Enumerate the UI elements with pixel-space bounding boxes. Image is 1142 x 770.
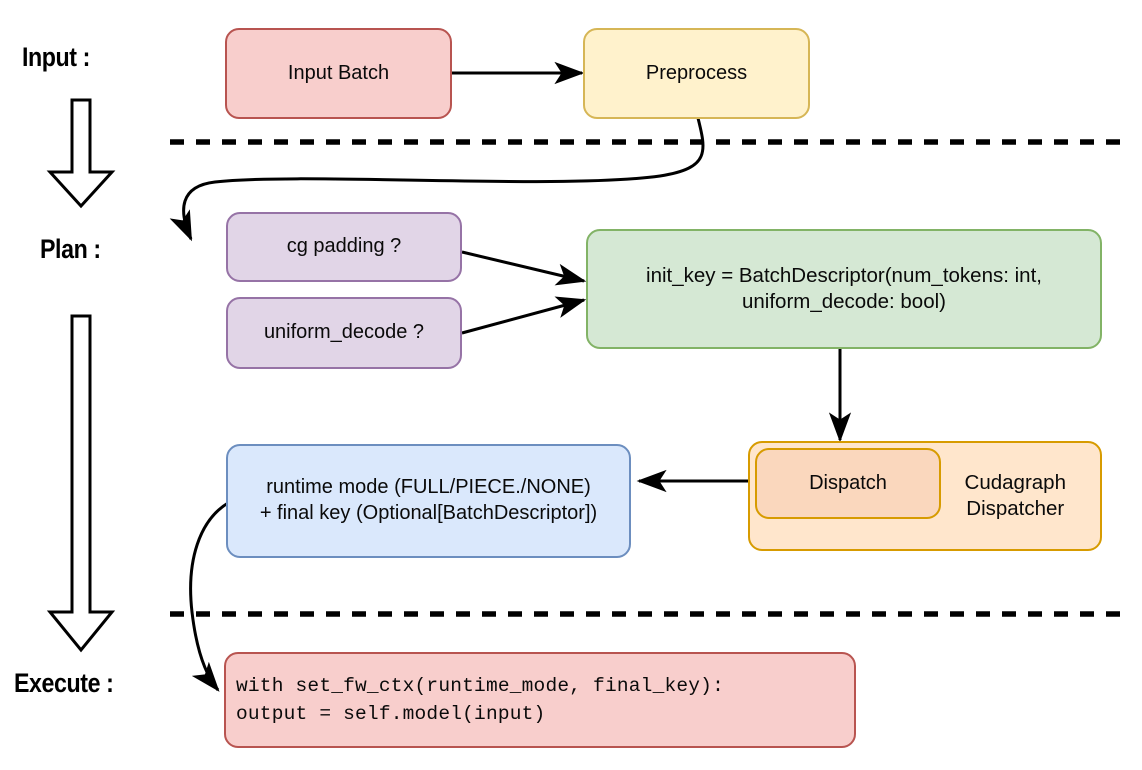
edge-runtime-mode-to-execute-code: [189, 501, 229, 692]
node-execute-code-label: with set_fw_ctx(runtime_mode, final_key)…: [236, 674, 724, 725]
node-dispatch-label: Dispatch: [809, 471, 887, 494]
node-execute-code[interactable]: with set_fw_ctx(runtime_mode, final_key)…: [224, 652, 856, 748]
node-input-batch[interactable]: Input Batch: [225, 28, 452, 119]
plan-to-execute-block-arrow: [46, 314, 116, 653]
edge-cg-padding-to-init-key: [461, 250, 587, 286]
stage-label-execute: Execute :: [14, 668, 114, 698]
node-dispatch[interactable]: Dispatch: [755, 448, 941, 519]
edge-preprocess-to-cg-padding: [169, 113, 705, 242]
edge-uniform-decode-to-init-key: [461, 296, 587, 335]
stage-label-plan: Plan :: [40, 234, 101, 264]
node-preprocess-label: Preprocess: [645, 61, 748, 84]
node-cudagraph-dispatcher-label: Cudagraph Dispatcher: [964, 470, 1066, 520]
node-preprocess[interactable]: Preprocess: [583, 28, 810, 119]
node-cg-padding-label: cg padding ?: [286, 235, 402, 258]
stage-label-input: Input :: [22, 42, 90, 72]
node-init-key[interactable]: init_key = BatchDescriptor(num_tokens: i…: [586, 229, 1102, 349]
node-uniform-decode[interactable]: uniform_decode ?: [226, 297, 462, 369]
node-input-batch-label: Input Batch: [287, 61, 390, 84]
input-to-plan-block-arrow: [46, 98, 116, 209]
node-runtime-mode[interactable]: runtime mode (FULL/PIECE./NONE) + final …: [226, 444, 631, 558]
node-cg-padding[interactable]: cg padding ?: [226, 212, 462, 282]
node-init-key-label: init_key = BatchDescriptor(num_tokens: i…: [646, 263, 1042, 313]
node-runtime-mode-label: runtime mode (FULL/PIECE./NONE) + final …: [259, 476, 598, 524]
node-uniform-decode-label: uniform_decode ?: [263, 321, 425, 344]
